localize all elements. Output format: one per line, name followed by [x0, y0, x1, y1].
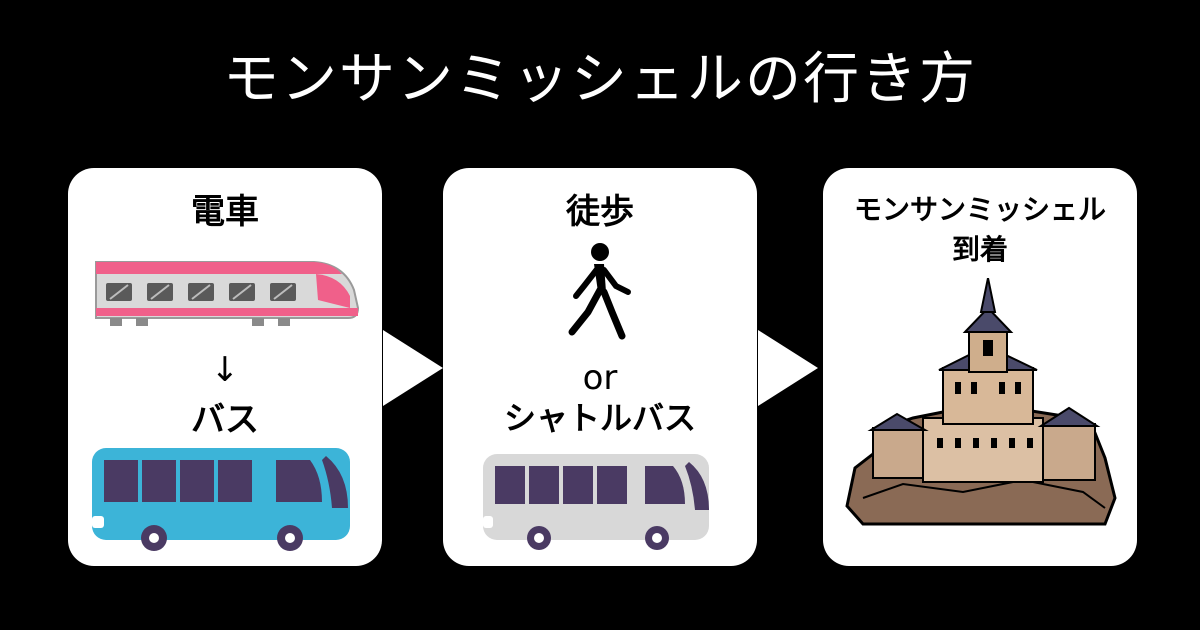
- bus-icon: [92, 448, 350, 551]
- mont-saint-michel-icon: [845, 278, 1117, 526]
- page-title: モンサンミッシェルの行き方: [223, 47, 977, 112]
- step-label-shuttle: シャトルバス: [503, 399, 696, 437]
- step-card-arrival: モンサンミッシェル 到着: [823, 168, 1137, 566]
- shuttle-bus-icon: [483, 454, 709, 550]
- or-connector: or: [582, 358, 618, 398]
- flow-arrow-1: [383, 330, 443, 406]
- flow-arrow-2: [758, 330, 818, 406]
- step-card-train-bus: 電車 ↓ バス: [68, 168, 382, 566]
- walking-person-icon: [568, 243, 631, 340]
- step-label-destination: モンサンミッシェル: [853, 193, 1106, 226]
- step-label-bus: バス: [191, 400, 259, 440]
- step-label-train: 電車: [191, 192, 259, 232]
- step-card-walk-shuttle: 徒歩 or シャトルバス: [443, 168, 757, 566]
- step-label-walk: 徒歩: [566, 192, 634, 232]
- down-arrow-connector: ↓: [210, 350, 240, 390]
- step-label-arrival: 到着: [951, 233, 1008, 266]
- train-icon: [95, 261, 360, 326]
